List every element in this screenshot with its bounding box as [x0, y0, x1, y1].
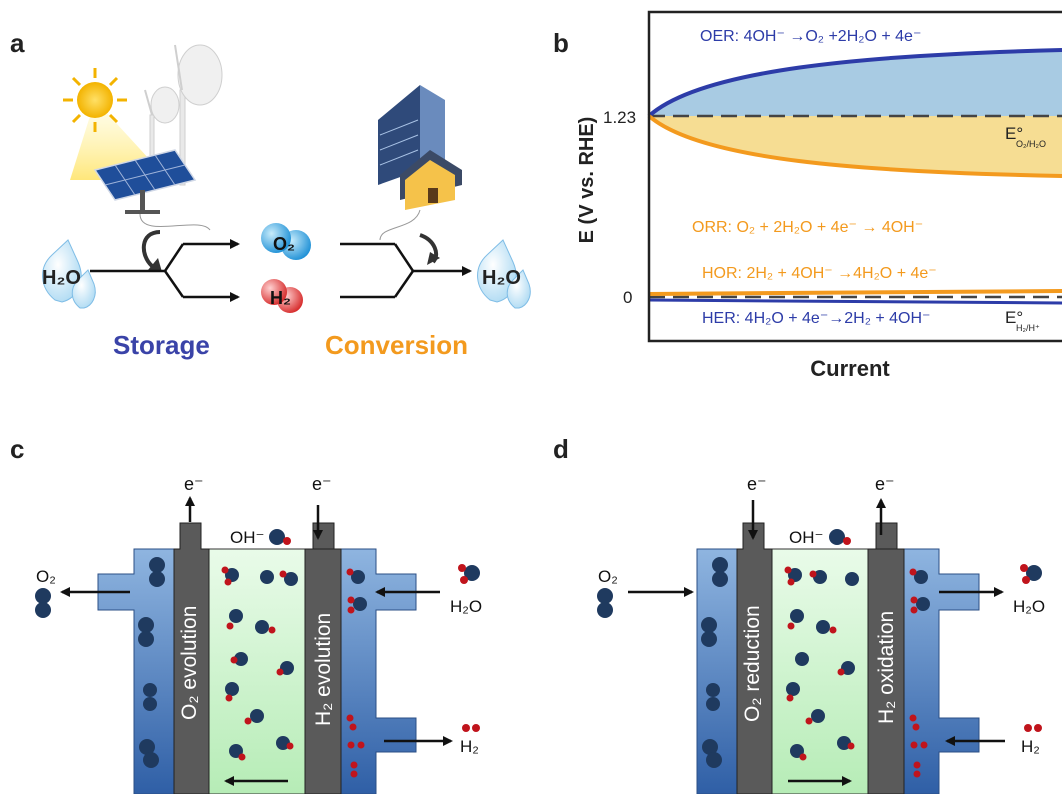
- hydroxide-label: OH⁻: [789, 528, 823, 547]
- cathode-label: H₂ evolution: [312, 613, 335, 726]
- anode-electrode: [173, 522, 210, 794]
- hydroxide-label: OH⁻: [230, 528, 264, 547]
- electron-right-label: e⁻: [875, 474, 895, 494]
- hydrogen-molecule-icon: [261, 279, 303, 313]
- her-curve: [648, 298, 1062, 305]
- hydrogen-molecule-in-icon: [1024, 724, 1042, 732]
- oxygen-label: O₂: [273, 234, 295, 254]
- hydrogen-bubbles: [909, 714, 928, 778]
- panel-a-letter: a: [10, 28, 25, 58]
- water-molecules: [221, 566, 367, 761]
- storage-label: Storage: [113, 330, 210, 360]
- cathode-label: O₂ reduction: [741, 605, 764, 722]
- building-icon: [378, 85, 462, 241]
- oxygen-in-label: O₂: [598, 567, 618, 586]
- orr-curve: [647, 114, 1062, 178]
- hor-reaction-label: HOR: 2H₂ + 4OH⁻ →4H₂O + 4e⁻: [702, 265, 937, 282]
- oxygen-compartment: [696, 548, 738, 794]
- oer-region: [649, 50, 1062, 116]
- cathode-electrode: [736, 522, 773, 794]
- oxygen-out-label: O₂: [36, 567, 56, 586]
- hydroxide-icon: [829, 529, 851, 545]
- water-out-label: H₂O: [1013, 597, 1045, 616]
- hydrogen-compartment: [903, 548, 980, 794]
- y-axis-label: E (V vs. RHE): [576, 117, 598, 244]
- anode-label: H₂ oxidation: [875, 611, 898, 724]
- water-in-label: H₂O: [450, 597, 482, 616]
- oxygen-molecule-icon: [261, 223, 311, 260]
- y-tick-0: 0: [623, 288, 632, 307]
- oxygen-potential-label: E°: [1005, 124, 1023, 143]
- wind-turbine-icon: [144, 44, 223, 186]
- oxygen-potential-subscript: O₂/H₂O: [1016, 139, 1046, 149]
- water-drop-in-icon: [42, 239, 96, 309]
- electron-left-label: e⁻: [184, 474, 204, 494]
- hydrogen-molecule-out-icon: [462, 724, 480, 732]
- panel-a: a: [10, 28, 531, 360]
- oxygen-bubbles: [138, 557, 165, 768]
- y-tick-1-23: 1.23: [603, 108, 636, 127]
- hydroxide-icon: [269, 529, 291, 545]
- orr-reaction-label: ORR: O₂ + 2H₂O + 4e⁻ → 4OH⁻: [692, 219, 923, 236]
- oxygen-molecule-in-icon: [597, 588, 613, 618]
- oxygen-compartment: [97, 548, 175, 794]
- storage-split-arrows: [90, 239, 240, 302]
- renewable-sources-illustration: [63, 44, 223, 231]
- hor-curve: [648, 289, 1062, 296]
- hydrogen-potential-subscript: H₂/H⁺: [1016, 323, 1040, 333]
- x-axis-label: Current: [810, 356, 890, 381]
- water-molecule-icon: [458, 564, 480, 584]
- water-molecule-icon: [1020, 564, 1042, 584]
- panel-c: c O₂ evolution H₂ evolution e⁻ e⁻ OH⁻ O₂…: [10, 434, 482, 794]
- panel-b: b 1.23 0 E (V vs. RHE) Current OER: 4OH⁻…: [553, 10, 1062, 381]
- water-out-label: H₂O: [482, 267, 521, 289]
- water-drop-out-icon: [477, 239, 531, 309]
- hydrogen-out-label: H₂: [460, 737, 479, 756]
- curved-arrow-down-left: [141, 230, 161, 268]
- panel-c-letter: c: [10, 434, 24, 464]
- oer-reaction-label: OER: 4OH⁻ →O₂ +2H₂O + 4e⁻: [700, 28, 921, 45]
- panel-d-letter: d: [553, 434, 569, 464]
- water-in-label: H₂O: [42, 267, 81, 289]
- water-molecules: [784, 566, 930, 761]
- panel-d: d O₂ reduction H₂ oxidation e⁻ e⁻ OH⁻ O₂…: [553, 434, 1045, 794]
- electron-left-label: e⁻: [747, 474, 767, 494]
- hydrogen-in-label: H₂: [1021, 737, 1040, 756]
- conversion-label: Conversion: [325, 330, 468, 360]
- orr-region: [649, 116, 1062, 176]
- oxygen-bubbles: [701, 557, 728, 768]
- hydrogen-label: H₂: [270, 288, 291, 308]
- sun-icon: [63, 68, 127, 132]
- oxygen-molecule-out-icon: [35, 588, 51, 618]
- oer-curve: [647, 48, 1062, 118]
- her-reaction-label: HER: 4H₂O + 4e⁻→2H₂ + 4OH⁻: [702, 310, 931, 327]
- hydrogen-bubbles: [346, 714, 365, 778]
- hydrogen-compartment: [340, 548, 417, 794]
- house-icon: [400, 150, 462, 210]
- panel-b-letter: b: [553, 28, 569, 58]
- hydrogen-potential-label: E°: [1005, 308, 1023, 327]
- conversion-merge-arrows: [340, 242, 472, 299]
- plot-frame: [647, 10, 1062, 343]
- electron-right-label: e⁻: [312, 474, 332, 494]
- anode-label: O₂ evolution: [178, 606, 201, 720]
- solar-panel-icon: [93, 149, 197, 214]
